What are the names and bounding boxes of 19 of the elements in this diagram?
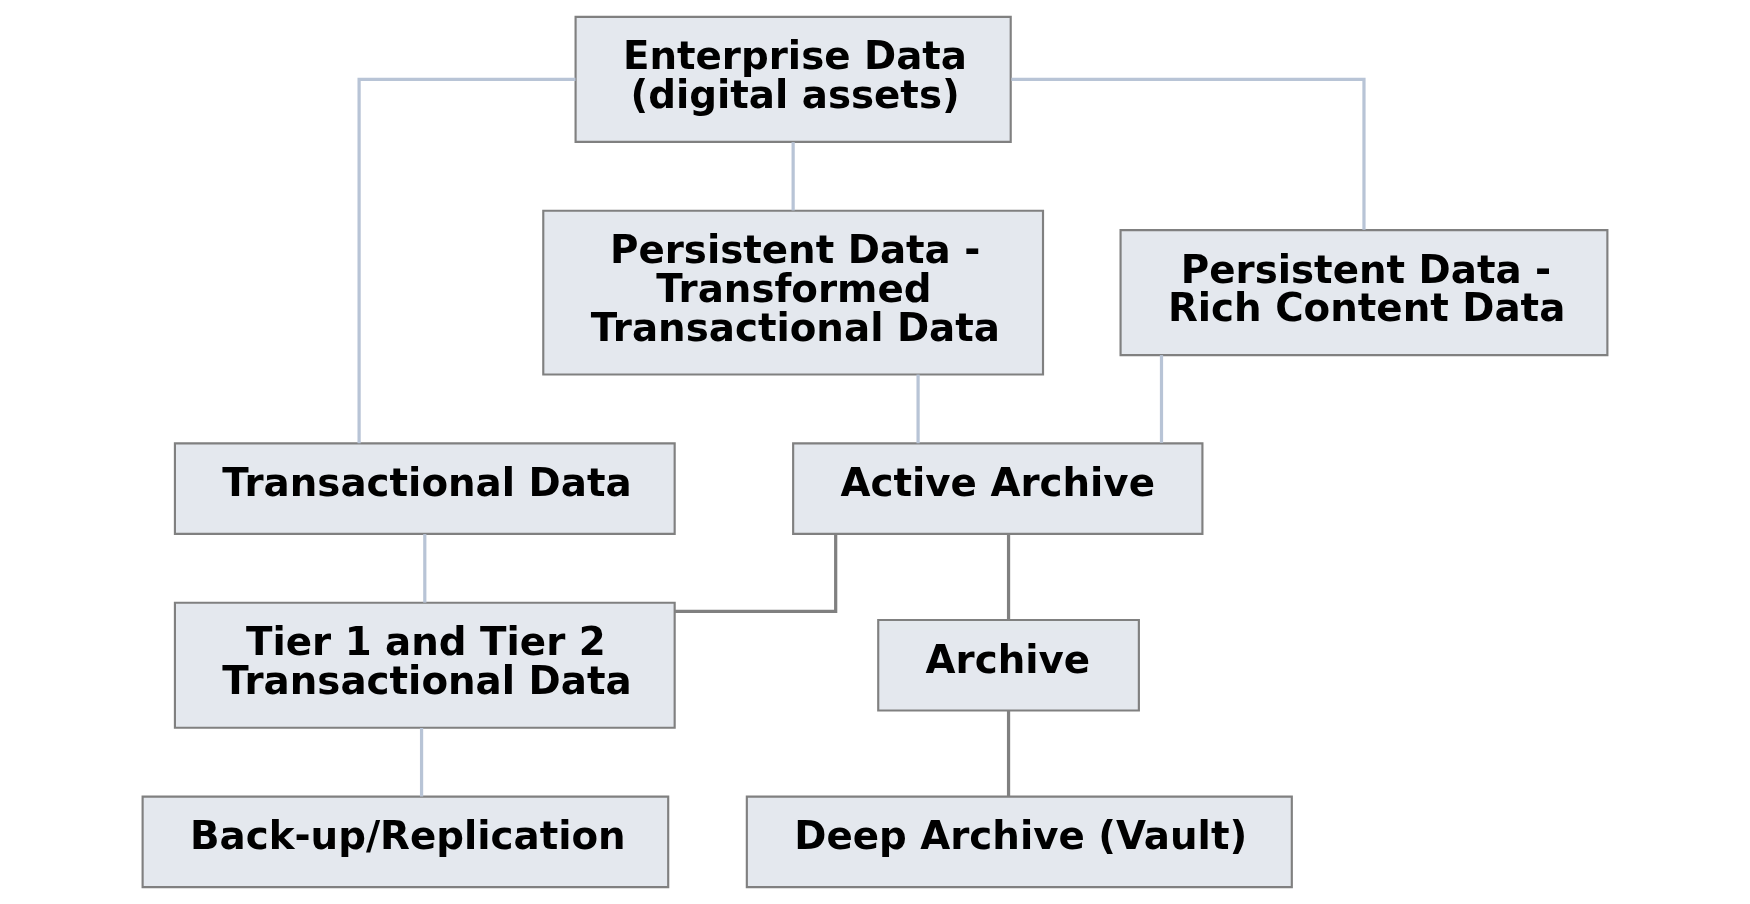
node-box: Tier 1 and Tier 2 Transactional Data <box>173 601 676 729</box>
connector <box>791 142 795 211</box>
connector <box>1006 534 1011 620</box>
node-box: Archive <box>877 618 1140 712</box>
connector <box>1159 355 1164 443</box>
node-box: Deep Archive (Vault) <box>745 795 1293 889</box>
connector <box>916 374 920 444</box>
node-box: Persistent Data - Transformed Transactional Data <box>542 209 1045 376</box>
node-box: Back-up/Replication <box>141 795 670 889</box>
connector <box>419 728 424 797</box>
connector <box>357 77 576 444</box>
connector <box>1006 710 1011 797</box>
connector <box>675 534 838 613</box>
node-box: Enterprise Data (digital assets) <box>574 15 1012 143</box>
node-box: Transactional Data <box>173 442 676 535</box>
node-box: Active Archive <box>792 442 1204 535</box>
node-box: Persistent Data - Rich Content Data <box>1119 229 1609 357</box>
connector <box>1011 77 1366 230</box>
connector <box>423 534 427 603</box>
